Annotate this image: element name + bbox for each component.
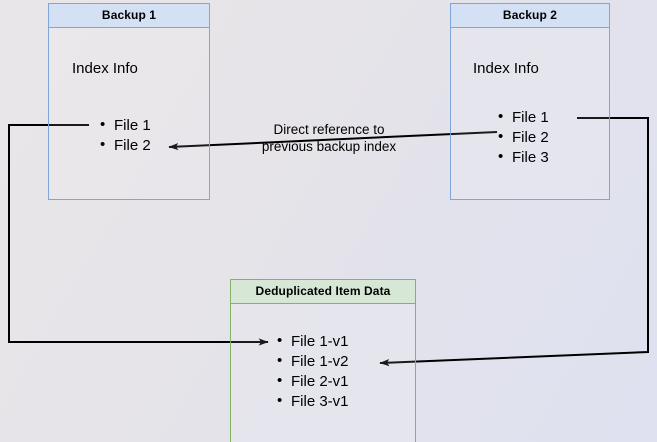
list-item[interactable]: File 1-v1 bbox=[277, 331, 349, 352]
backup-1-file-list: File 1 File 2 bbox=[100, 115, 151, 156]
node-backup-1[interactable]: Backup 1 Index Info File 1 File 2 bbox=[48, 3, 210, 200]
node-dedup-header: Deduplicated Item Data bbox=[230, 279, 416, 304]
list-item[interactable]: File 1-v2 bbox=[277, 351, 349, 372]
list-item[interactable]: File 2 bbox=[100, 135, 151, 156]
dedup-file-list: File 1-v1 File 1-v2 File 2-v1 File 3-v1 bbox=[277, 331, 349, 412]
list-item[interactable]: File 2 bbox=[498, 127, 549, 148]
node-dedup-body: File 1-v1 File 1-v2 File 2-v1 File 3-v1 bbox=[230, 304, 416, 442]
list-item[interactable]: File 1 bbox=[100, 115, 151, 136]
node-backup-1-body: Index Info File 1 File 2 bbox=[48, 28, 210, 200]
backup-2-index-info-label: Index Info bbox=[473, 60, 539, 77]
list-item[interactable]: File 2-v1 bbox=[277, 371, 349, 392]
edge-label-direct-reference: Direct reference to previous backup inde… bbox=[249, 121, 409, 155]
node-backup-2-body: Index Info File 1 File 2 File 3 bbox=[450, 28, 610, 200]
node-backup-2-header: Backup 2 bbox=[450, 3, 610, 28]
list-item[interactable]: File 3 bbox=[498, 147, 549, 168]
list-item[interactable]: File 3-v1 bbox=[277, 391, 349, 412]
backup-2-file-list: File 1 File 2 File 3 bbox=[498, 107, 549, 168]
backup-1-index-info-label: Index Info bbox=[72, 60, 138, 77]
edge-label-line-1: Direct reference to bbox=[273, 122, 385, 137]
edge-label-line-2: previous backup index bbox=[261, 139, 397, 154]
node-deduplicated-item-data[interactable]: Deduplicated Item Data File 1-v1 File 1-… bbox=[230, 279, 416, 442]
node-backup-2[interactable]: Backup 2 Index Info File 1 File 2 File 3 bbox=[450, 3, 610, 200]
list-item[interactable]: File 1 bbox=[498, 107, 549, 128]
node-backup-1-header: Backup 1 bbox=[48, 3, 210, 28]
